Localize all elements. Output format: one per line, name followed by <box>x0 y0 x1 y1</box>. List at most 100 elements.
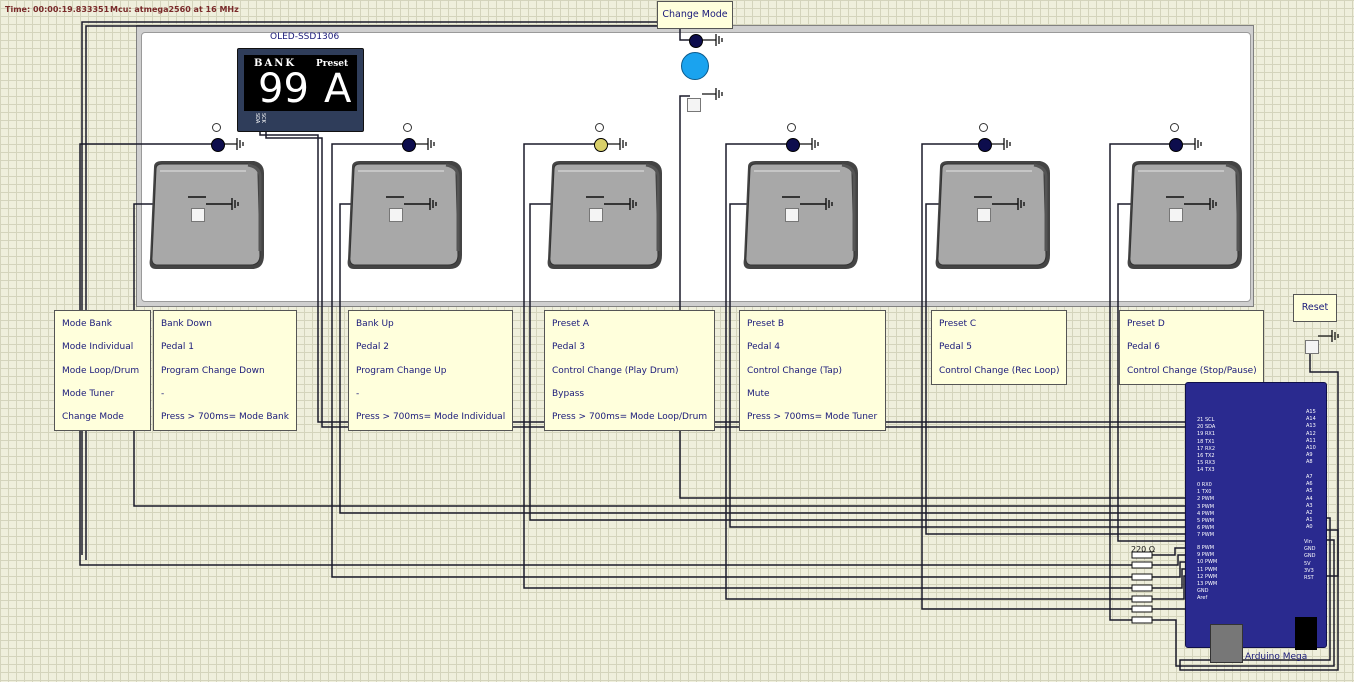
pedal-label-line: Control Change (Rec Loop) <box>939 365 1060 376</box>
pedal-label-line: Control Change (Play Drum) <box>552 365 679 376</box>
mega-pin-label: 17 RX2 <box>1197 445 1216 452</box>
reset-button[interactable] <box>1305 340 1319 354</box>
pedal-label-line: Pedal 5 <box>939 342 972 353</box>
mega-pin-label: GND <box>1304 553 1316 560</box>
legend-line: Mode Individual <box>62 342 134 352</box>
pedal-label-line: Program Change Down <box>161 365 265 376</box>
pedal-label-line: Bank Down <box>161 319 212 329</box>
oled-bank-text: BANK <box>254 58 297 69</box>
footswitch-contact[interactable] <box>191 208 205 222</box>
mega-pin-label: A6 <box>1306 481 1313 488</box>
led-probe <box>787 123 796 132</box>
pedal-led <box>978 138 992 152</box>
pedal-label-line: Pedal 4 <box>747 342 780 353</box>
mega-pin-label: A4 <box>1306 495 1313 502</box>
led-probe <box>212 123 221 132</box>
footswitch-contact[interactable] <box>389 208 403 222</box>
footswitch-contact[interactable] <box>977 208 991 222</box>
mega-pin-label: A2 <box>1306 510 1313 516</box>
switch-ground-symbol <box>386 196 437 210</box>
mega-pin-label: 14 TX3 <box>1197 467 1215 474</box>
pedal-led <box>594 138 608 152</box>
footswitch-pedal[interactable] <box>934 159 1052 274</box>
pedal-label-line: Mute <box>747 388 770 399</box>
reset-label: Reset <box>1293 294 1337 322</box>
pedal-led <box>786 138 800 152</box>
mega-pin-label: 7 PWM <box>1197 532 1215 539</box>
switch-ground-symbol <box>974 196 1025 210</box>
switch-ground-symbol <box>782 196 833 210</box>
mega-pin-label: A14 <box>1306 416 1316 423</box>
mega-pin-label: A5 <box>1306 488 1313 495</box>
switch-ground-symbol <box>188 196 239 210</box>
switch-ground-symbol <box>586 196 637 210</box>
mega-pin-label: GND <box>1197 588 1209 595</box>
oled-preset-text: Preset <box>316 59 349 69</box>
change-mode-button[interactable] <box>681 52 709 80</box>
mega-pin-label: Vin <box>1304 539 1312 545</box>
pedal-led <box>402 138 416 152</box>
led-probe <box>403 123 412 132</box>
footswitch-contact[interactable] <box>1169 208 1183 222</box>
mega-pin-label: A0 <box>1306 524 1313 531</box>
usb-connector <box>1210 624 1243 663</box>
mcu-readout: Mcu: atmega2560 at 16 MHz <box>110 5 239 14</box>
led-probe <box>595 123 604 132</box>
oled-screen: BANK Preset 99 A <box>244 55 357 112</box>
pedal-label-line: Pedal 2 <box>356 342 389 353</box>
mega-pin-label: 2 PWM <box>1197 496 1215 503</box>
change-mode-switch[interactable] <box>687 98 701 112</box>
mega-pin-label: A7 <box>1306 474 1313 480</box>
mega-pin-label: 3V3 <box>1304 567 1314 574</box>
mode-legend: Mode Bank Mode Individual Mode Loop/Drum… <box>54 310 151 431</box>
resistor-label: 220 Ω <box>1131 545 1155 554</box>
oled-pin-labels: SCK SDA <box>254 113 266 124</box>
mega-pin-label: 13 PWM <box>1197 581 1218 587</box>
led-probe <box>1170 123 1179 132</box>
pedal-label-line: - <box>356 388 360 399</box>
pedal-label-line: Preset D <box>1127 319 1165 329</box>
mega-pin-label: A1 <box>1306 517 1313 524</box>
pedal-label-line: Pedal 6 <box>1127 342 1160 353</box>
mega-pin-label: 1 TX0 <box>1197 489 1212 496</box>
footswitch-contact[interactable] <box>785 208 799 222</box>
legend-line: Mode Bank <box>62 319 112 329</box>
footswitch-pedal[interactable] <box>346 159 464 274</box>
pedal-label-line: Press > 700ms= Mode Individual <box>356 412 506 423</box>
mega-pin-label: 9 PWM <box>1197 552 1215 559</box>
legend-line: Mode Tuner <box>62 389 115 399</box>
mega-pin-label: 15 RX3 <box>1197 460 1216 467</box>
footswitch-contact[interactable] <box>589 208 603 222</box>
mega-pin-label: 18 TX1 <box>1197 438 1215 445</box>
mega-pin-label: A12 <box>1306 430 1316 437</box>
pedal-label-line: Bypass <box>552 388 585 399</box>
mega-pin-label: A9 <box>1306 452 1313 459</box>
legend-line: Mode Loop/Drum <box>62 366 140 376</box>
mega-pin-label: GND <box>1304 546 1316 553</box>
pedal-led <box>1169 138 1183 152</box>
mega-pin-label: 0 RX0 <box>1197 482 1212 488</box>
footswitch-pedal[interactable] <box>546 159 664 274</box>
pedal-label-line: Program Change Up <box>356 365 447 376</box>
power-jack <box>1295 617 1317 650</box>
footswitch-pedal[interactable] <box>1126 159 1244 274</box>
mega-pin-label: 8 PWM <box>1197 545 1215 551</box>
oled-label: OLED-SSD1306 <box>270 32 340 42</box>
footswitch-pedal[interactable] <box>148 159 266 274</box>
oled-bank-number: 99 <box>258 66 309 112</box>
pedal-label-line: Press > 700ms= Mode Tuner <box>747 412 878 423</box>
pedal-label-box: Preset D Pedal 6 Control Change (Stop/Paus… <box>1119 310 1264 385</box>
mega-pin-label: A10 <box>1306 445 1316 451</box>
pedal-label-line: Control Change (Stop/Pause) <box>1127 365 1257 376</box>
mega-pin-label: A13 <box>1306 423 1316 430</box>
footswitch-pedal[interactable] <box>742 159 860 274</box>
pedal-label-line: Preset A <box>552 319 590 329</box>
pedal-label-line: Press > 700ms= Mode Bank <box>161 412 289 423</box>
time-readout: Time: 00:00:19.833351 <box>5 5 110 14</box>
arduino-label: Arduino Mega <box>1245 652 1308 662</box>
pedal-label-line: Press > 700ms= Mode Loop/Drum <box>552 412 708 423</box>
pedal-led <box>211 138 225 152</box>
